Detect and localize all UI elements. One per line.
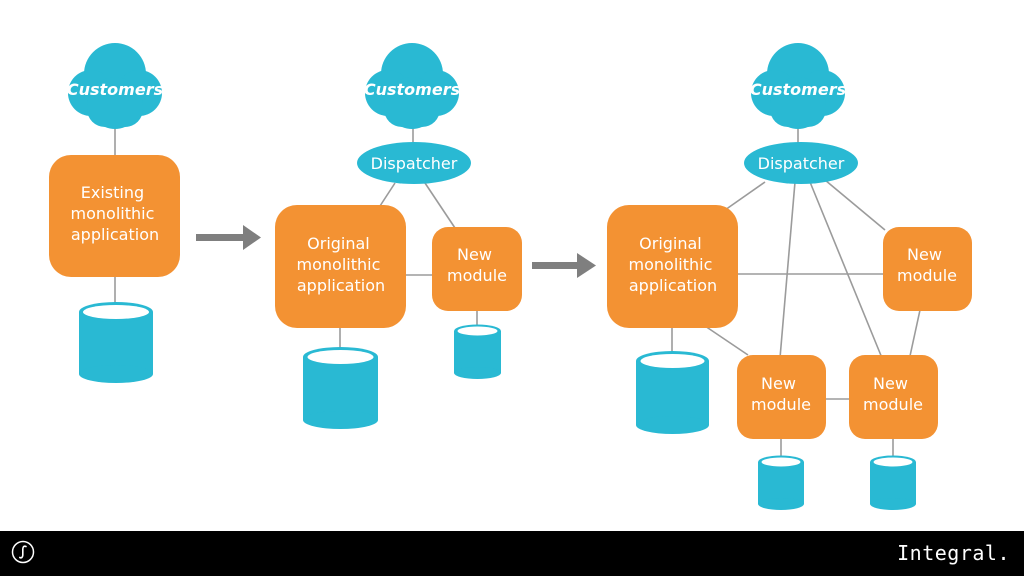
stage1-customers-cloud: Customers xyxy=(67,43,163,129)
stage3-new-module-top-right: New module xyxy=(883,227,972,311)
cloud-label: Customers xyxy=(364,80,460,99)
module-label-line: New xyxy=(761,374,796,393)
stage3-app-database-icon xyxy=(636,351,709,434)
stage3-customers-cloud: Customers xyxy=(750,43,846,129)
svg-text:Original monolithic: Original monolithic application xyxy=(629,234,718,295)
stage2-original-monolithic-application: Original monolithic application xyxy=(275,205,406,328)
svg-text:New module: New module xyxy=(447,245,507,285)
app-label-line: Original xyxy=(639,234,702,253)
module-label-line: New xyxy=(907,245,942,264)
footer-bar: Integral. xyxy=(0,531,1024,576)
module-label-line: New xyxy=(873,374,908,393)
module-label-line: module xyxy=(751,395,811,414)
stage1-existing-monolithic-application: Existing monolithic application xyxy=(49,155,180,277)
app-label-line: application xyxy=(629,276,717,295)
stage3-new-module-bottom-right: New module xyxy=(849,355,938,439)
app-label-line: Existing xyxy=(81,183,144,202)
stage3-module-database-icon xyxy=(758,455,804,510)
stage2-module-database-icon xyxy=(454,324,501,379)
stage1-database-icon xyxy=(79,302,153,383)
right-arrow-icon xyxy=(532,253,596,278)
connector-lines xyxy=(114,120,921,458)
cloud-label: Customers xyxy=(750,80,846,99)
cloud-label: Customers xyxy=(67,80,163,99)
svg-text:New module: New module xyxy=(751,374,811,414)
module-label-line: module xyxy=(863,395,923,414)
architecture-diagram: Customers Existing monolithic applicatio… xyxy=(49,43,972,510)
stage2-new-module: New module xyxy=(432,227,522,311)
svg-text:New module: New module xyxy=(863,374,923,414)
right-arrow-icon xyxy=(196,225,261,250)
svg-text:New module: New module xyxy=(897,245,957,285)
module-label-line: module xyxy=(447,266,507,285)
stage3-module-database-icon xyxy=(870,455,916,510)
app-label-line: monolithic xyxy=(297,255,381,274)
svg-text:Existing monolithic: Existing monolithic application xyxy=(71,183,160,244)
app-label-line: Original xyxy=(307,234,370,253)
dispatcher-label: Dispatcher xyxy=(758,154,845,173)
brand-name: Integral. xyxy=(897,541,1010,565)
module-label-line: New xyxy=(457,245,492,264)
integral-logo-icon xyxy=(11,540,35,564)
app-label-line: application xyxy=(297,276,385,295)
dispatcher-label: Dispatcher xyxy=(371,154,458,173)
module-label-line: module xyxy=(897,266,957,285)
stage2-app-database-icon xyxy=(303,347,378,429)
app-label-line: application xyxy=(71,225,159,244)
svg-text:Original monolithic: Original monolithic application xyxy=(297,234,386,295)
stage2-customers-cloud: Customers xyxy=(364,43,460,129)
stage3-dispatcher: Dispatcher xyxy=(744,142,858,184)
app-label-line: monolithic xyxy=(71,204,155,223)
stage3-original-monolithic-application: Original monolithic application xyxy=(607,205,738,328)
stage2-dispatcher: Dispatcher xyxy=(357,142,471,184)
app-label-line: monolithic xyxy=(629,255,713,274)
stage3-new-module-bottom-left: New module xyxy=(737,355,826,439)
